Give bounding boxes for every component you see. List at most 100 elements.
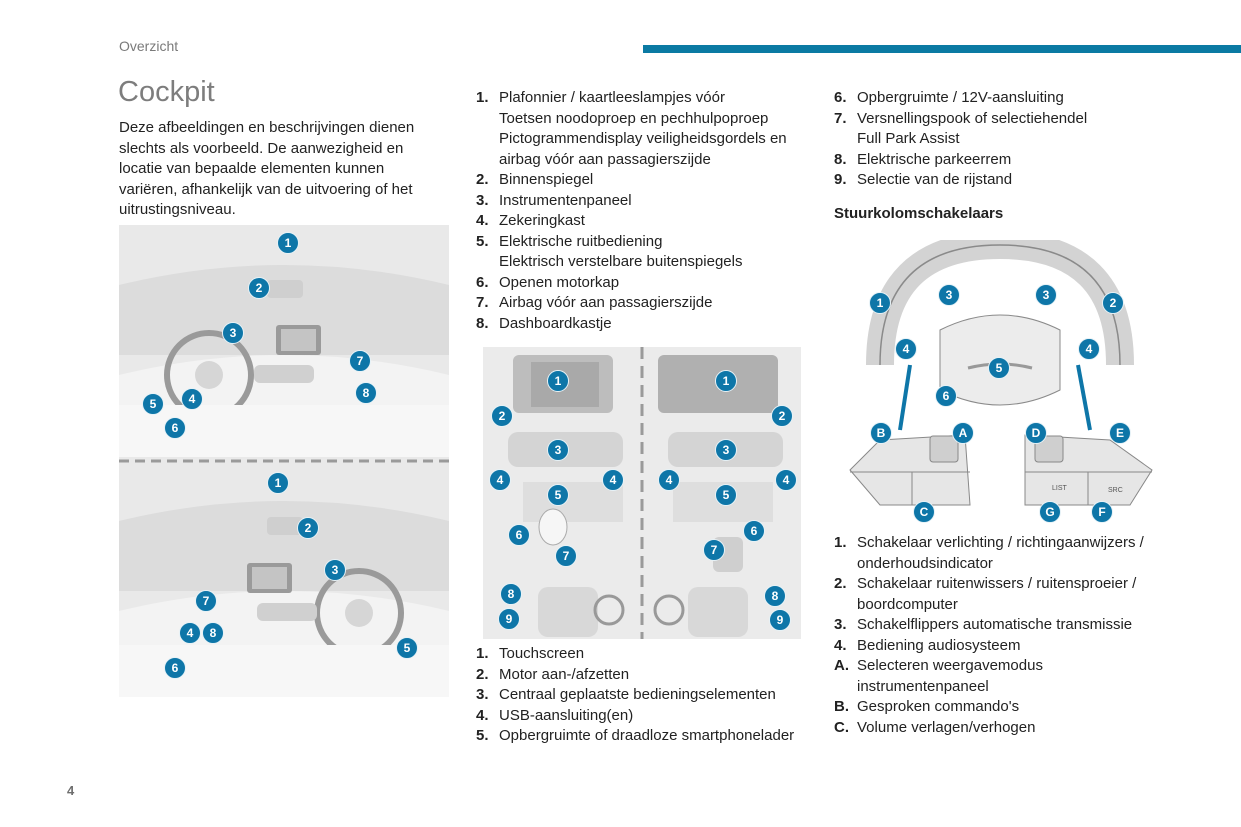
item-text: Schakelflippers automatische transmissie: [857, 616, 1133, 633]
steering-drawing: LIST SRC: [849, 240, 1153, 506]
callout-badge: 3: [938, 284, 960, 306]
item-text: Plafonnier / kaartleeslampjes vóór: [499, 89, 725, 106]
steering-wheel-illustration: LIST SRC 1 2 3 3 4 4 5 6 A B C D E F G: [840, 240, 1158, 525]
callout-badge: 9: [498, 608, 520, 630]
item-number: 6.: [476, 273, 489, 291]
item-number: 2.: [834, 575, 847, 592]
callout-badge: 4: [775, 469, 797, 491]
list-item: C.Volume verlagen/verhogen: [834, 718, 1174, 739]
item-number: 5.: [476, 232, 489, 250]
item-text: Zekeringkast: [499, 212, 585, 229]
item-text: Opbergruimte of draadloze smartphonelade…: [499, 727, 795, 744]
callout-badge: 4: [602, 469, 624, 491]
item-number: C.: [834, 718, 849, 736]
item-text: Elektrische parkeerrem: [857, 150, 1012, 168]
list-button-label: LIST: [1052, 485, 1068, 492]
list-item: 3.Centraal geplaatste bedieningselemente…: [476, 685, 821, 706]
list-item: 2. Schakelaar ruitenwissers / ruitensproe…: [834, 574, 1174, 615]
section-label: Overzicht: [119, 38, 179, 54]
list-item: 5.Opbergruimte of draadloze smartphonela…: [476, 726, 821, 747]
item-number: 8.: [476, 314, 489, 332]
steering-controls-heading: Stuurkolomschakelaars: [834, 205, 1004, 222]
item-text: Elektrische ruitbediening: [499, 232, 663, 250]
callout-badge: 2: [1102, 292, 1124, 314]
callout-badge: C: [913, 501, 935, 523]
callout-badge: 8: [355, 382, 377, 404]
item-text: Pictogrammendisplay veiligheidsgordels e…: [499, 130, 787, 168]
callout-badge: D: [1025, 422, 1047, 444]
list-item: Pictogrammendisplay veiligheidsgordels e…: [476, 129, 816, 170]
item-text: Motor aan-/afzetten: [499, 665, 630, 683]
callout-badge: 1: [277, 232, 299, 254]
item-text: Schakelaar ruitenwissers / ruitensproeie…: [857, 575, 1137, 613]
list-item: 9. Selectie van de rijstand: [834, 170, 1214, 191]
callout-badge: 5: [988, 357, 1010, 379]
item-text: Full Park Assist: [857, 130, 960, 147]
console-legend-list-continued: 6.Opbergruimte / 12V-aansluiting 7.Versn…: [834, 88, 1214, 191]
center-console-illustration: 1 2 3 4 4 5 6 7 8 9 1 2 3 4 4 5 6 7 8 9: [483, 347, 801, 639]
callout-badge: 7: [349, 350, 371, 372]
callout-badge: 7: [555, 545, 577, 567]
callout-badge: 9: [769, 609, 791, 631]
rear-mirror: [267, 280, 303, 298]
callout-badge: E: [1109, 422, 1131, 444]
callout-badge: 3: [547, 439, 569, 461]
item-number: 2.: [476, 665, 489, 683]
item-text: Selectie van de rijstand: [857, 171, 1013, 188]
callout-badge: 6: [743, 520, 765, 542]
item-number: [476, 109, 499, 130]
callout-badge: 3: [715, 439, 737, 461]
list-item: Toetsen noodoproep en pechhulpoproep: [476, 109, 816, 130]
list-item: 8.Dashboardkastje: [476, 314, 816, 335]
item-number: 1.: [476, 645, 489, 662]
list-item: 1.Plafonnier / kaartleeslampjes vóór: [476, 88, 816, 109]
item-number: B.: [834, 698, 849, 715]
callout-badge: 6: [164, 657, 186, 679]
callout-badge: A: [952, 422, 974, 444]
callout-badge: 5: [715, 484, 737, 506]
list-item: 7. Airbag vóór aan passagierszijde: [476, 293, 816, 314]
cockpit-legend-list: 1.Plafonnier / kaartleeslampjes vóór Toe…: [476, 88, 816, 334]
console-drawing: [483, 347, 801, 639]
item-text: Bediening audiosysteem: [857, 636, 1021, 654]
callout-badge: 5: [142, 393, 164, 415]
item-text: Touchscreen: [499, 645, 585, 662]
callout-badge: 1: [267, 472, 289, 494]
callout-badge: 3: [222, 322, 244, 344]
callout-badge: 5: [547, 484, 569, 506]
list-item: 4.USB-aansluiting(en): [476, 706, 821, 727]
list-item: 3. Schakelflippers automatische transmiss…: [834, 615, 1174, 636]
item-text: Selecteren weergavemodus instrumentenpan…: [857, 657, 1043, 695]
item-number: [476, 129, 499, 170]
callout-badge: 4: [181, 388, 203, 410]
cockpit-drawing: [119, 225, 449, 697]
callout-badge: 3: [324, 559, 346, 581]
callout-badge: 3: [1035, 284, 1057, 306]
callout-badge: 4: [179, 622, 201, 644]
callout-badge: 2: [248, 277, 270, 299]
item-number: [834, 129, 857, 150]
callout-badge: 5: [396, 637, 418, 659]
intro-paragraph: Deze afbeeldingen en beschrijvingen dien…: [119, 119, 415, 218]
item-number: 3.: [834, 616, 847, 633]
item-text: Openen motorkap: [499, 273, 620, 291]
callout-badge: 7: [195, 590, 217, 612]
item-number: 7.: [476, 294, 489, 311]
item-text: Airbag vóór aan passagierszijde: [499, 294, 713, 311]
item-number: 4.: [834, 636, 847, 654]
callout-badge: 2: [771, 405, 793, 427]
item-number: 4.: [476, 706, 489, 724]
item-number: 6.: [834, 89, 847, 106]
callout-badge: 4: [895, 338, 917, 360]
item-text: Elektrisch verstelbare buitenspiegels: [499, 253, 743, 270]
list-item: 5. Elektrische ruitbediening: [476, 232, 816, 253]
list-item: Full Park Assist: [834, 129, 1214, 150]
callout-badge: 8: [500, 583, 522, 605]
item-number: 9.: [834, 171, 847, 188]
console-legend-list: 1. Touchscreen 2. Motor aan-/afzetten 3.Ce…: [476, 644, 821, 747]
callout-badge: 8: [764, 585, 786, 607]
list-item: 3.Instrumentenpaneel: [476, 191, 816, 212]
page-number: 4: [67, 783, 75, 798]
list-item: 2.Binnenspiegel: [476, 170, 816, 191]
item-text: Instrumentenpaneel: [499, 191, 632, 209]
